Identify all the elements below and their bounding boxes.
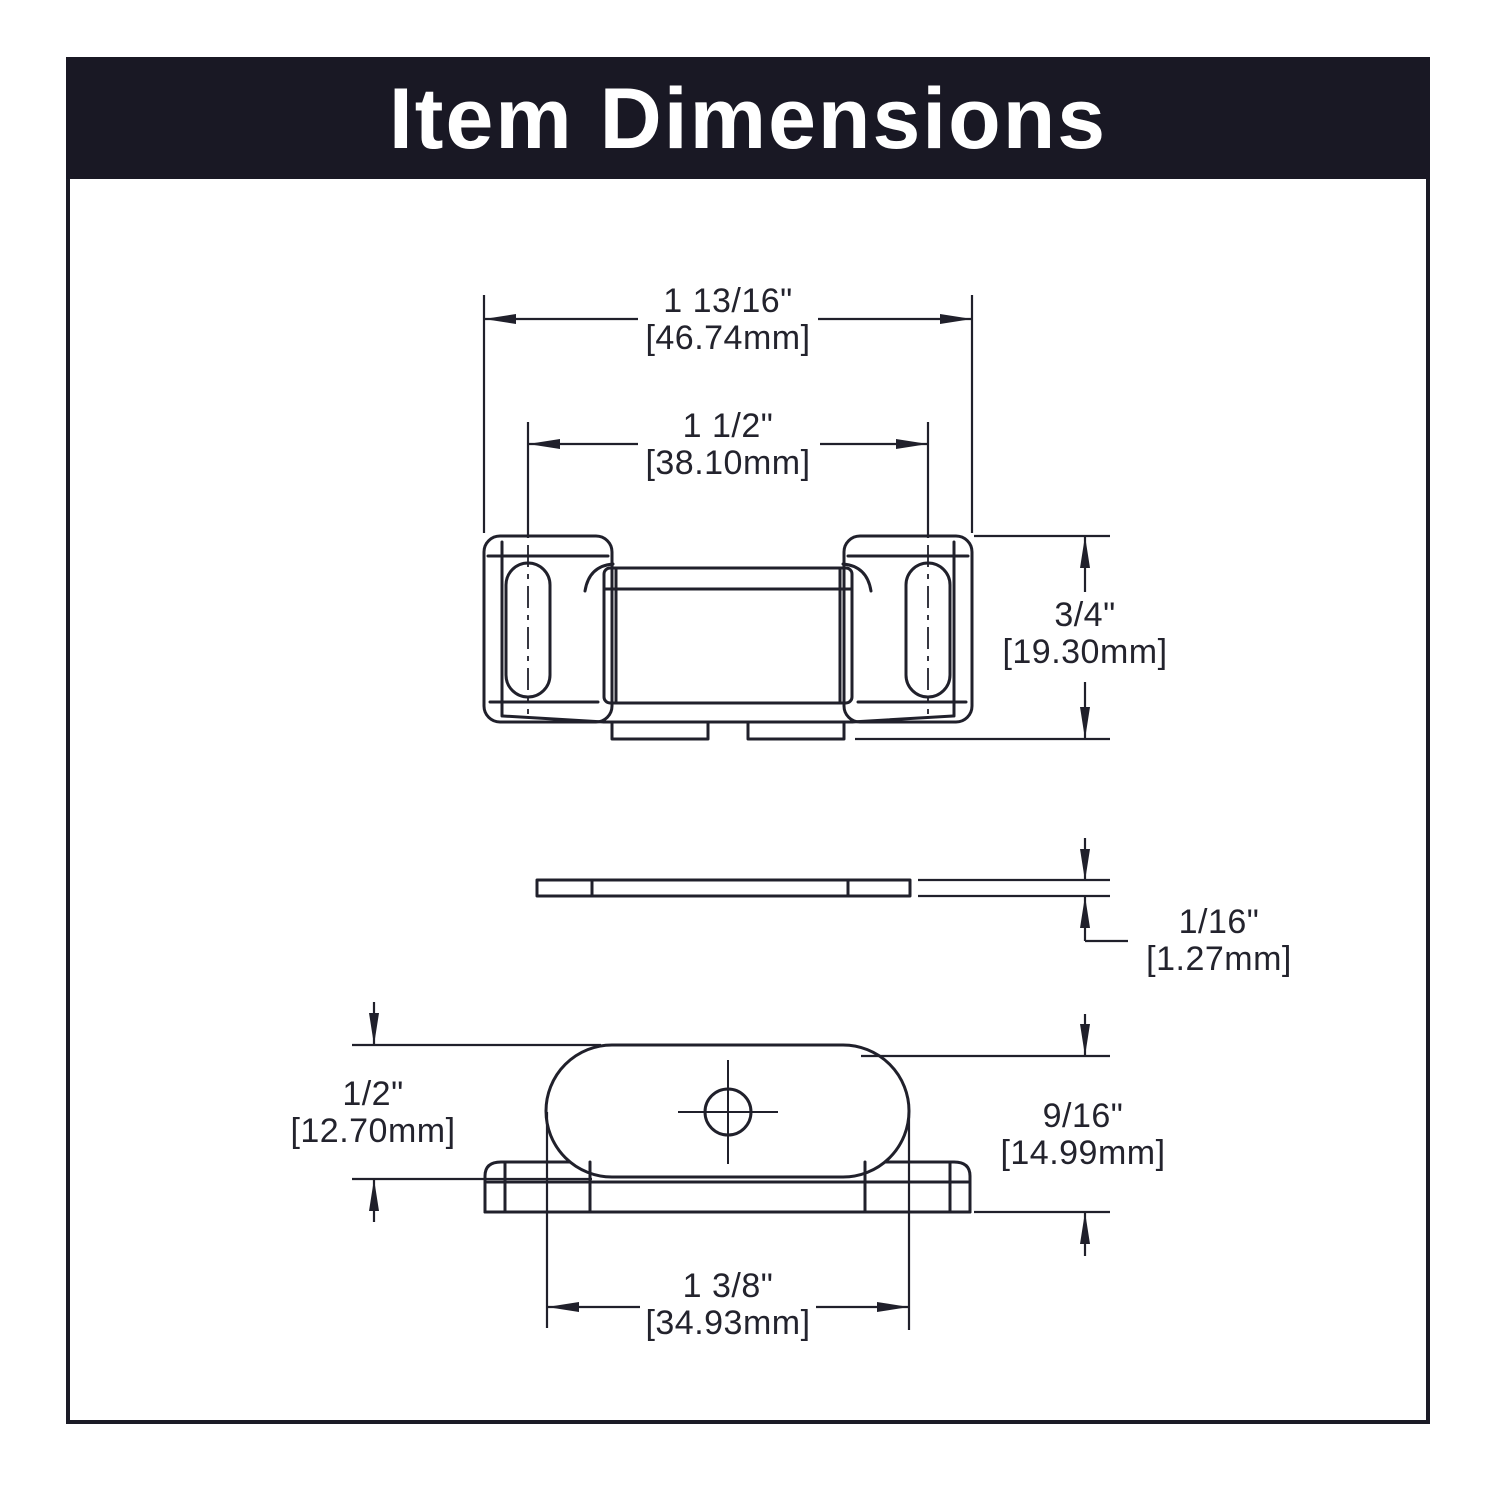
dim-screw-center-distance-label: 1 1/2" [38.10mm]	[645, 408, 810, 482]
dim-base-length-label: 1 3/8" [34.93mm]	[645, 1268, 810, 1342]
dim-base-length-metric: [34.93mm]	[645, 1304, 811, 1342]
dim-front-height-metric: [19.30mm]	[1002, 633, 1168, 671]
dimension-lines	[352, 295, 1128, 1330]
dim-overall-width-metric: [46.74mm]	[645, 319, 811, 357]
dim-screw-center-distance-inches: 1 1/2"	[682, 407, 774, 445]
dim-front-height-inches: 3/4"	[1054, 596, 1116, 634]
dim-overall-height-metric: [14.99mm]	[1000, 1134, 1166, 1172]
catch-plate-side-view-drawing	[535, 878, 912, 898]
header-bar: Item Dimensions	[66, 57, 1430, 179]
dim-plate-thickness-label: 1/16" [1.27mm]	[1146, 904, 1292, 978]
dim-body-height-inches: 1/2"	[342, 1075, 404, 1113]
dim-overall-width-label: 1 13/16" [46.74mm]	[645, 283, 810, 357]
dim-overall-height-label: 9/16" [14.99mm]	[1000, 1098, 1165, 1172]
bottom-view-drawing	[483, 1043, 972, 1214]
dim-plate-thickness-inches: 1/16"	[1178, 903, 1260, 941]
dim-overall-width-inches: 1 13/16"	[663, 282, 793, 320]
dim-body-height-label: 1/2" [12.70mm]	[290, 1076, 455, 1150]
dim-front-height-label: 3/4" [19.30mm]	[1002, 597, 1167, 671]
dim-base-length-inches: 1 3/8"	[682, 1267, 774, 1305]
page-title: Item Dimensions	[388, 71, 1108, 167]
dim-overall-height-inches: 9/16"	[1042, 1097, 1124, 1135]
front-view-drawing	[482, 534, 974, 741]
dim-plate-thickness-metric: [1.27mm]	[1146, 940, 1292, 978]
dim-screw-center-distance-metric: [38.10mm]	[645, 444, 811, 482]
dim-body-height-metric: [12.70mm]	[290, 1112, 456, 1150]
